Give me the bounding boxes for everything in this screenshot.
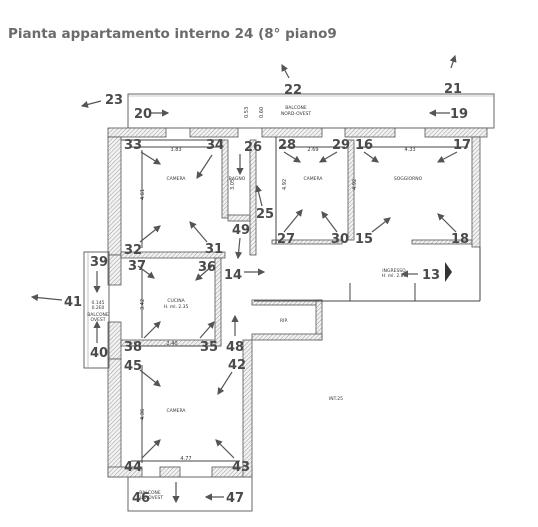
view-arrows <box>30 54 458 504</box>
marker-28: 28 <box>278 138 296 153</box>
marker-18: 18 <box>451 232 469 247</box>
marker-39: 39 <box>90 255 108 270</box>
marker-33: 33 <box>124 138 142 153</box>
room-soggiorno: SOGGIORNO <box>394 176 423 182</box>
dim-342: 3.42 <box>140 299 146 310</box>
marker-31: 31 <box>205 242 223 257</box>
dim-269: 2.69 <box>307 147 318 153</box>
marker-49: 49 <box>232 223 250 238</box>
balcony-left-dim-2: 0.2E0 <box>92 305 105 311</box>
marker-32: 32 <box>124 243 142 258</box>
dim-436: 4.36 <box>140 409 146 420</box>
page-title: Pianta appartamento interno 24 (8° piano… <box>8 26 337 42</box>
marker-36: 36 <box>198 260 216 275</box>
room-cucina-height: H. ml. 2.35 <box>164 304 189 310</box>
marker-13: 13 <box>422 268 440 283</box>
thin-lines <box>83 137 481 512</box>
marker-45: 45 <box>124 359 142 374</box>
neighbor-int25: INT.25 <box>329 396 343 402</box>
top-mini-dim-2: 0.60 <box>259 107 265 118</box>
room-bagno: BAGNO <box>229 176 246 182</box>
top-mini-dim-1: 0.53 <box>244 107 250 118</box>
marker-35: 35 <box>200 340 218 355</box>
marker-14: 14 <box>224 268 242 283</box>
room-ripostiglio: RIP. <box>280 318 288 324</box>
marker-48: 48 <box>226 340 244 355</box>
balcony-top-label-2: NORD-OVEST <box>281 111 311 117</box>
balcony-left-label-2: OVEST <box>91 317 106 323</box>
marker-22: 22 <box>284 83 302 98</box>
dim-cam-height: 4.92 <box>282 179 288 190</box>
walls <box>107 127 488 478</box>
marker-25: 25 <box>256 207 274 222</box>
dim-240: 2.40 <box>166 341 177 347</box>
marker-44: 44 <box>124 460 142 475</box>
marker-16: 16 <box>355 138 373 153</box>
room-ingresso: INGRESSO <box>382 268 406 274</box>
marker-17: 17 <box>453 138 471 153</box>
marker-26: 26 <box>244 140 262 155</box>
marker-27: 27 <box>277 232 295 247</box>
marker-37: 37 <box>128 259 146 274</box>
dim-461: 4.61 <box>140 189 146 200</box>
marker-40: 40 <box>90 346 108 361</box>
dim-383: 3.83 <box>170 147 181 153</box>
dimension-labels: 3.83 2.69 4.33 4.61 3.05 4.92 4.92 3.42 … <box>140 147 416 462</box>
marker-47: 47 <box>226 491 244 506</box>
room-camera-top-left: CAMERA <box>167 176 187 182</box>
marker-numbers: 20 21 22 23 19 33 34 26 28 29 16 17 25 2… <box>64 82 471 506</box>
marker-21: 21 <box>444 82 462 97</box>
balcony-bottom-label-1: BALCONE <box>139 490 161 496</box>
marker-15: 15 <box>355 232 373 247</box>
dim-bagno-height: 3.05 <box>230 179 236 190</box>
marker-43: 43 <box>232 460 250 475</box>
marker-20: 20 <box>134 107 152 122</box>
dim-492: 4.92 <box>352 179 358 190</box>
dim-433: 4.33 <box>404 147 415 153</box>
dim-477: 4.77 <box>180 456 191 462</box>
marker-42: 42 <box>228 358 246 373</box>
marker-19: 19 <box>450 107 468 122</box>
room-camera-bottom: CAMERA <box>167 408 187 414</box>
marker-30: 30 <box>331 232 349 247</box>
room-cucina: CUCINA <box>167 298 185 304</box>
marker-46: 46 <box>132 491 150 506</box>
room-ingresso-height: H. ml. 2.80 <box>382 273 407 279</box>
balcony-top-label-1: BALCONE <box>285 105 307 111</box>
balcony-left-dim-1: 0.145 <box>92 300 105 306</box>
balcony-left-label-1: BALCONE <box>87 312 109 318</box>
balcony-bottom-label-2: SUD-OVEST <box>137 495 164 501</box>
marker-23: 23 <box>105 93 123 108</box>
marker-41: 41 <box>64 295 82 310</box>
room-labels: CAMERA BAGNO CAMERA SOGGIORNO INGRESSO H… <box>87 176 422 501</box>
room-camera-mid: CAMERA <box>304 176 324 182</box>
marker-34: 34 <box>206 138 224 153</box>
balcony-north-west: BALCONE NORD-OVEST 0.53 0.60 <box>127 93 495 129</box>
marker-38: 38 <box>124 340 142 355</box>
marker-29: 29 <box>332 138 350 153</box>
